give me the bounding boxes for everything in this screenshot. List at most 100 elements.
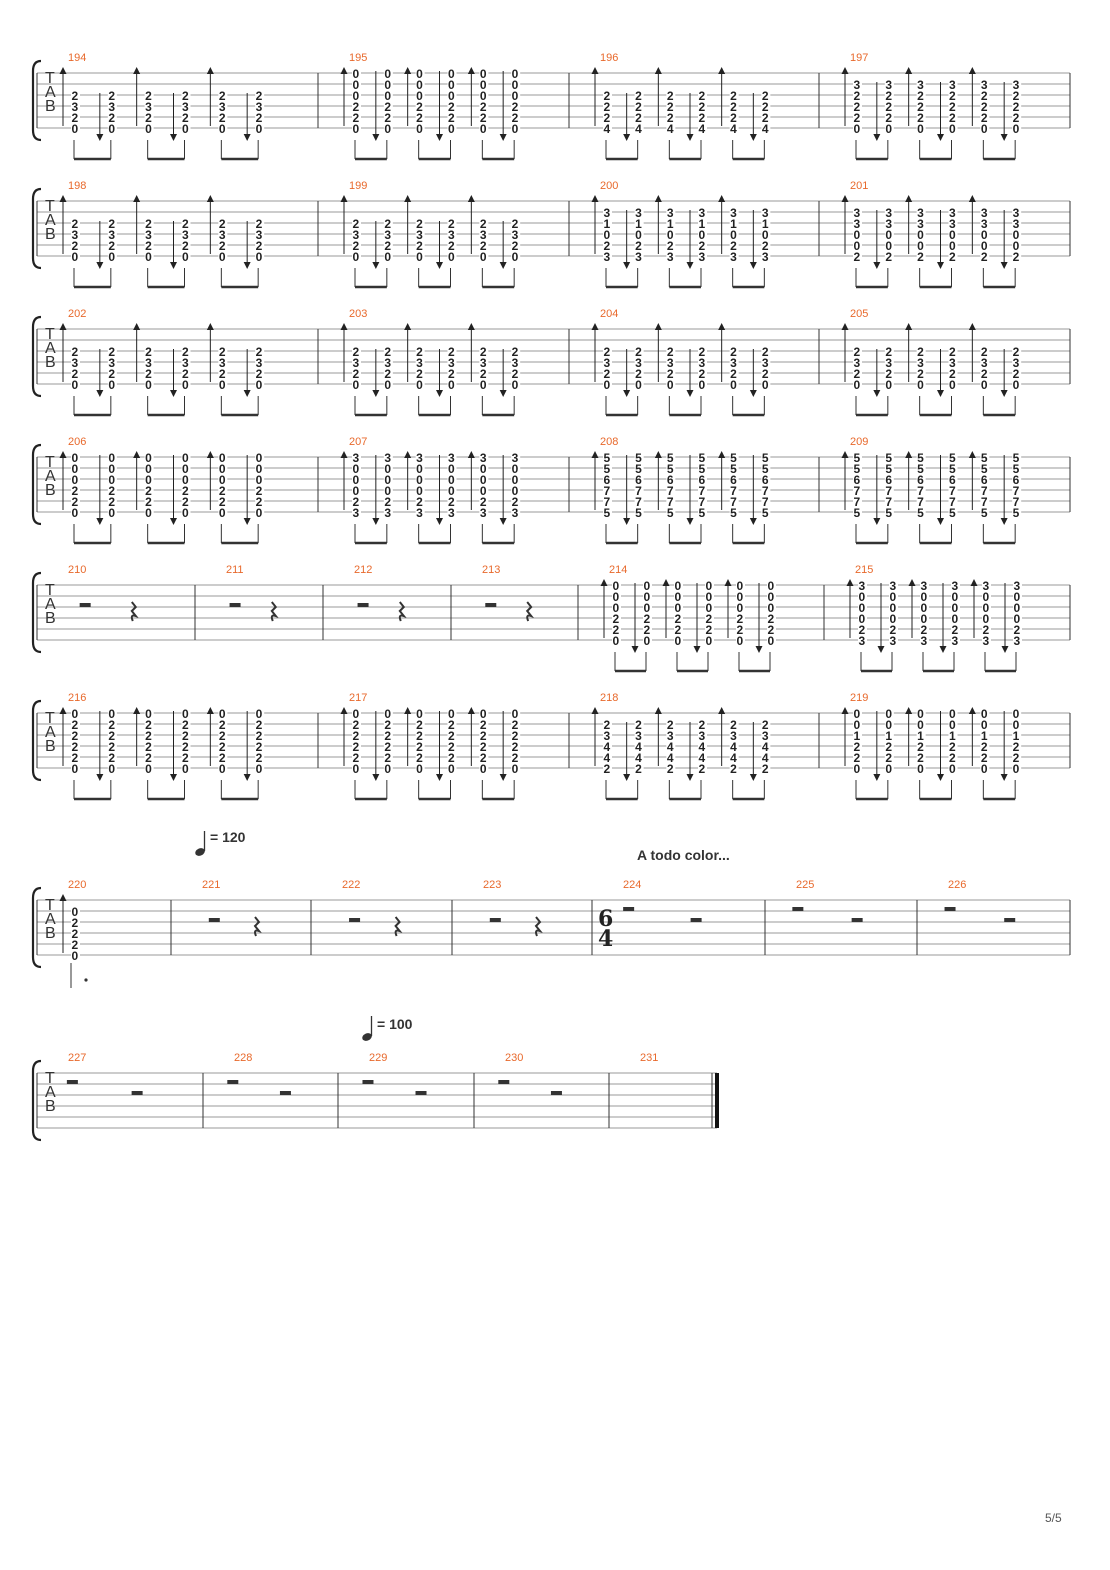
fret-backdrop	[666, 347, 676, 357]
fret-number: 2	[145, 495, 152, 509]
fret-backdrop	[603, 742, 612, 752]
fret-backdrop	[858, 614, 867, 624]
fret-backdrop	[107, 91, 117, 101]
downstroke-arrow-icon	[873, 390, 881, 397]
fret-backdrop	[415, 369, 425, 379]
fret-backdrop	[858, 592, 867, 602]
downstroke-arrow-icon	[96, 390, 104, 397]
fret-backdrop	[107, 358, 117, 368]
fret-backdrop	[511, 464, 521, 474]
fret-backdrop	[705, 614, 714, 624]
fret-backdrop	[1013, 636, 1022, 646]
downstroke-arrow-icon	[372, 518, 380, 525]
half-rest-icon	[79, 603, 91, 607]
fret-backdrop	[980, 497, 990, 507]
downstroke-arrow-icon	[436, 518, 443, 525]
fret-number: 2	[384, 239, 391, 253]
downstroke-arrow-icon	[749, 134, 757, 141]
fret-number: 0	[353, 67, 360, 81]
fret-number: 2	[706, 612, 713, 626]
fret-number: 1	[981, 729, 988, 743]
fret-backdrop	[255, 497, 265, 507]
fret-number: 0	[854, 122, 861, 136]
fret-number: 0	[145, 378, 152, 392]
fret-backdrop	[634, 731, 644, 741]
fret-number: 0	[72, 250, 79, 264]
fret-backdrop	[107, 742, 117, 752]
fret-backdrop	[980, 475, 990, 485]
fret-number: 0	[145, 250, 152, 264]
fret-number: 7	[699, 495, 706, 509]
fret-backdrop	[218, 508, 228, 518]
time-signature-bottom: 4	[598, 926, 613, 952]
measure: 229	[362, 1052, 427, 1095]
fret-backdrop	[352, 102, 361, 112]
system-bracket	[31, 59, 42, 142]
fret-number: 0	[182, 473, 189, 487]
fret-number: 3	[72, 228, 79, 242]
fret-number: 5	[667, 462, 674, 476]
upstroke-arrow-icon	[404, 451, 412, 458]
half-rest-icon	[208, 918, 220, 922]
system-bracket	[31, 886, 42, 969]
fret-backdrop	[144, 497, 154, 507]
fret-number: 2	[256, 751, 263, 765]
fret-backdrop	[511, 453, 521, 463]
fret-backdrop	[948, 453, 958, 463]
fret-number: 0	[353, 250, 360, 264]
fret-backdrop	[71, 753, 80, 763]
fret-backdrop	[761, 369, 771, 379]
measure-number: 221	[202, 879, 220, 891]
measure: 225	[792, 879, 863, 922]
half-rest-icon	[229, 603, 241, 607]
fret-backdrop	[634, 720, 644, 730]
fret-backdrop	[511, 742, 521, 752]
fret-backdrop	[858, 625, 867, 635]
fret-number: 2	[480, 111, 487, 125]
fret-backdrop	[1012, 475, 1022, 485]
fret-number: 1	[885, 729, 892, 743]
fret-number: 0	[480, 762, 487, 776]
fret-backdrop	[107, 464, 117, 474]
fret-backdrop	[415, 219, 425, 229]
fret-number: 0	[416, 250, 423, 264]
fret-backdrop	[634, 764, 644, 774]
fret-number: 2	[108, 495, 115, 509]
system-bracket	[31, 571, 42, 654]
fret-number: 0	[512, 378, 519, 392]
fret-number: 2	[981, 111, 988, 125]
fret-number: 2	[108, 367, 115, 381]
quarter-rest-icon	[394, 916, 403, 937]
fret-number: 3	[917, 206, 924, 220]
fret-number: 2	[416, 718, 423, 732]
upstroke-arrow-icon	[404, 195, 412, 202]
fret-number: 2	[219, 217, 226, 231]
fret-backdrop	[729, 252, 739, 262]
fret-number: 2	[448, 111, 455, 125]
fret-number: 2	[1013, 250, 1020, 264]
upstroke-arrow-icon	[206, 195, 214, 202]
fret-backdrop	[980, 742, 990, 752]
downstroke-arrow-icon	[499, 134, 507, 141]
tab-clef-letter: T	[45, 582, 55, 599]
downstroke-arrow-icon	[372, 390, 380, 397]
fret-number: 0	[917, 762, 924, 776]
fret-number: 2	[182, 740, 189, 754]
upstroke-arrow-icon	[662, 579, 670, 586]
fret-number: 2	[448, 495, 455, 509]
fret-number: 0	[949, 228, 956, 242]
fret-backdrop	[144, 475, 154, 485]
fret-number: 5	[730, 451, 737, 465]
fret-backdrop	[698, 475, 707, 485]
fret-backdrop	[951, 625, 960, 635]
fret-backdrop	[980, 720, 990, 730]
fret-number: 2	[917, 751, 924, 765]
fret-number: 7	[667, 484, 674, 498]
fret-number: 5	[635, 506, 642, 520]
upstroke-arrow-icon	[905, 323, 913, 330]
downstroke-arrow-icon	[372, 134, 380, 141]
fret-backdrop	[415, 486, 425, 496]
fret-backdrop	[603, 358, 612, 368]
fret-number: 0	[480, 78, 487, 92]
fret-backdrop	[761, 252, 771, 262]
